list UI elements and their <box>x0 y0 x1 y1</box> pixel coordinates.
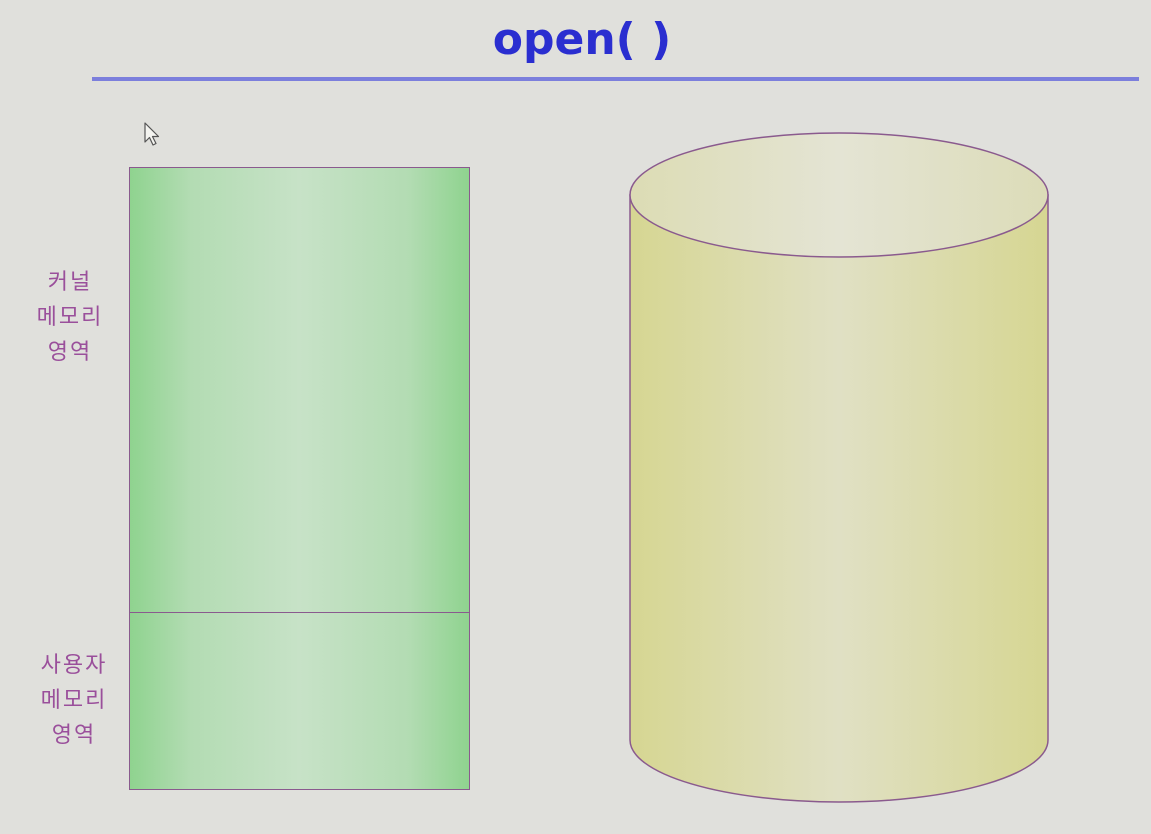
slide-title: open( ) <box>492 14 672 65</box>
disk-top <box>629 132 1049 258</box>
disk-body <box>629 194 1049 803</box>
kernel-memory-region <box>129 167 470 613</box>
title-underline <box>92 77 1139 81</box>
kernel-memory-label: 커널 메모리 영역 <box>20 265 120 370</box>
kernel-memory-label-line: 메모리 <box>36 305 104 330</box>
user-memory-label-line: 영역 <box>51 723 97 748</box>
user-memory-label-line: 메모리 <box>40 688 108 713</box>
user-memory-region <box>129 612 470 790</box>
kernel-memory-label-line: 커널 <box>47 270 93 295</box>
mouse-pointer-icon <box>144 122 160 146</box>
user-memory-label: 사용자 메모리 영역 <box>20 648 128 753</box>
kernel-memory-label-line: 영역 <box>47 340 93 365</box>
disk-cylinder <box>629 132 1049 803</box>
user-memory-label-line: 사용자 <box>40 653 108 678</box>
